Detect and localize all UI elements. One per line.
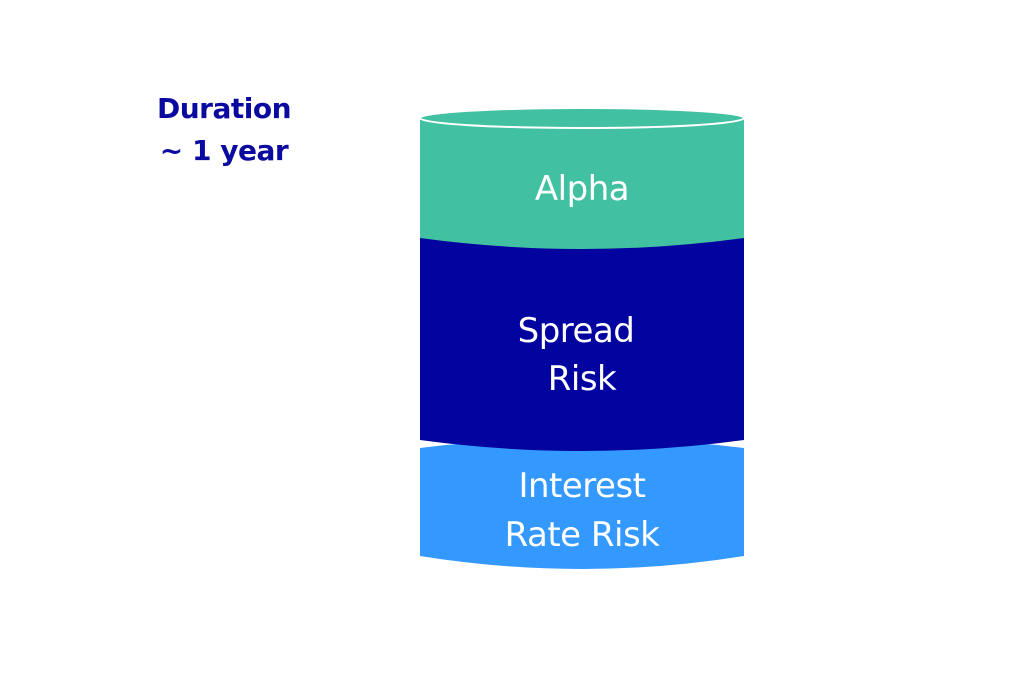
interest-rate-risk-layer <box>420 438 744 569</box>
alpha-layer <box>420 118 744 249</box>
alpha-label: Alpha <box>535 169 629 209</box>
cylinder-top-rim <box>419 107 745 129</box>
duration-label: Duration ~ 1 year <box>124 88 324 172</box>
spread-risk-layer <box>420 236 744 451</box>
interest-rate-risk-label-line1: Interest <box>518 466 645 506</box>
duration-title: Duration <box>156 92 292 125</box>
spread-risk-label-line1: Spread <box>518 311 635 351</box>
duration-value: ~ 1 year <box>159 134 289 167</box>
spread-risk-label-line2: Risk <box>548 359 617 399</box>
interest-rate-risk-label-line2: Rate Risk <box>505 515 661 555</box>
